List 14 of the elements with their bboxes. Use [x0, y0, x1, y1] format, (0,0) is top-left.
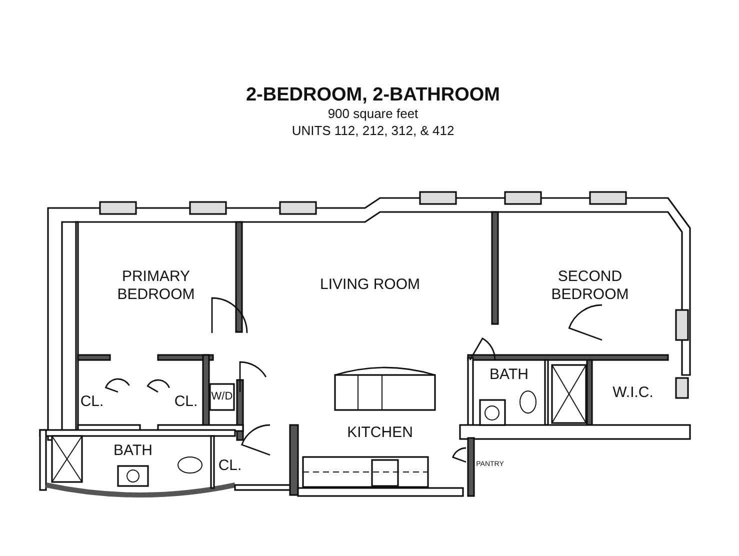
room-label: SECOND BEDROOM — [550, 268, 630, 304]
room-label: BATH — [114, 442, 152, 460]
room-label: CL. — [218, 457, 242, 475]
plan-title: 2-BEDROOM, 2-BATHROOM — [246, 84, 500, 108]
room-label: W.I.C. — [612, 384, 654, 402]
room-label: CL. — [80, 393, 104, 411]
room-label: LIVING ROOM — [320, 276, 420, 294]
area-text: 900 square feet — [328, 106, 418, 122]
room-label: KITCHEN — [347, 424, 413, 442]
room-label: W/D — [211, 390, 233, 404]
room-label: CL. — [174, 393, 198, 411]
room-label: PRIMARY BEDROOM — [116, 268, 196, 304]
units-text: UNITS 112, 212, 312, & 412 — [292, 123, 454, 139]
room-label: BATH — [490, 366, 528, 384]
